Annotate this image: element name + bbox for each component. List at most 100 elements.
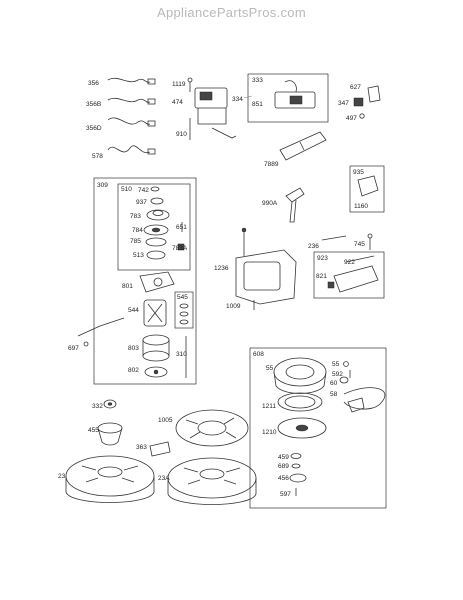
wire-lead-356[interactable] [107,77,156,85]
pulley-1210[interactable] [277,417,327,439]
label-497: 497 [346,115,357,122]
label-783a: 783A [172,245,188,252]
box-510 [117,183,191,271]
label-802: 802 [128,367,139,374]
part-742[interactable] [150,186,160,192]
engine-block-1236[interactable] [235,227,297,305]
part-689[interactable] [291,463,301,469]
label-1210: 1210 [262,429,277,436]
part-332[interactable] [103,399,117,409]
flywheel-23a[interactable] [167,457,257,505]
label-55b: 55 [332,361,340,368]
label-803: 803 [128,345,139,352]
handle-58[interactable] [347,397,365,413]
flywheel-23[interactable] [65,455,155,503]
label-334: 334 [232,96,243,103]
rope-58[interactable] [343,387,386,410]
box-935 [349,165,385,213]
label-510: 510 [121,186,132,193]
housing-803[interactable] [142,334,170,362]
label-347: 347 [338,100,349,107]
governor-assembly-923[interactable] [327,255,379,293]
wire-910[interactable] [189,118,237,140]
label-55a: 55 [266,365,274,372]
part-513[interactable] [146,250,166,260]
label-1236: 1236 [214,265,229,272]
part-60[interactable] [339,376,349,384]
watermark-text: AppliancePartsPros.com [157,5,306,20]
label-784: 784 [132,227,143,234]
spring-1211[interactable] [277,392,323,412]
ignition-armature-474[interactable] [194,87,228,125]
label-745: 745 [354,241,365,248]
box-608 [249,347,387,509]
label-356d: 356D [86,125,102,132]
ratchet-456[interactable] [289,473,307,483]
label-1211: 1211 [262,403,276,410]
switch-347[interactable] [353,97,364,107]
screw-497[interactable] [359,113,365,119]
label-990a: 990A [262,200,278,207]
label-937: 937 [136,199,147,206]
brake-assembly-333[interactable] [274,80,316,109]
gear-783[interactable] [146,209,170,221]
wire-lead-356d[interactable] [107,117,156,127]
end-cap-802[interactable] [144,366,168,378]
label-608: 608 [253,351,264,358]
label-1119: 1119 [172,81,186,88]
label-785: 785 [130,238,141,245]
box-545 [174,291,194,329]
part-785[interactable] [145,237,167,247]
part-783a[interactable] [177,243,185,251]
label-1009: 1009 [226,303,241,310]
label-801: 801 [122,283,133,290]
part-784[interactable] [143,224,169,236]
label-697: 697 [68,345,79,352]
wire-lead-578[interactable] [107,145,156,155]
label-23a: 23A [158,475,170,482]
label-356: 356 [88,80,99,87]
label-783: 783 [130,213,141,220]
label-627: 627 [350,84,361,91]
label-58: 58 [330,391,338,398]
cup-455[interactable] [97,422,123,446]
label-821: 821 [316,273,327,280]
label-544: 544 [128,307,139,314]
part-459[interactable] [290,453,302,459]
wire-697[interactable] [77,317,125,347]
label-851: 851 [252,101,263,108]
label-578: 578 [92,153,103,160]
fan-1005[interactable] [175,409,249,447]
starter-bracket-801[interactable] [139,271,175,293]
screw-55[interactable] [343,361,349,367]
label-545: 545 [177,294,188,301]
part-937[interactable] [150,197,164,205]
label-309: 309 [97,182,108,189]
screw-745[interactable] [367,233,373,250]
box-923 [313,251,385,299]
rewind-housing-55[interactable] [273,357,327,394]
label-60: 60 [330,380,338,387]
label-935: 935 [353,169,364,176]
label-332: 332 [92,403,103,410]
screw-1119[interactable] [187,77,193,92]
bracket-627[interactable] [367,85,381,103]
label-1005: 1005 [158,417,173,424]
label-923: 923 [317,255,328,262]
label-474: 474 [172,99,183,106]
wire-236[interactable] [321,235,347,241]
label-333: 333 [252,77,263,84]
label-910: 910 [176,131,187,138]
control-lever-990a[interactable] [285,187,305,223]
label-7889: 7889 [264,161,279,168]
armature-544[interactable] [143,299,167,327]
wire-lead-356b[interactable] [107,97,156,105]
parts-545[interactable] [179,303,189,325]
lever-935[interactable] [357,175,379,197]
label-310: 310 [176,351,187,358]
label-356b: 356B [86,101,101,108]
part-363[interactable] [149,441,171,457]
label-651: 651 [176,224,187,231]
label-236: 236 [308,243,319,250]
control-bracket-7889[interactable] [279,131,327,161]
